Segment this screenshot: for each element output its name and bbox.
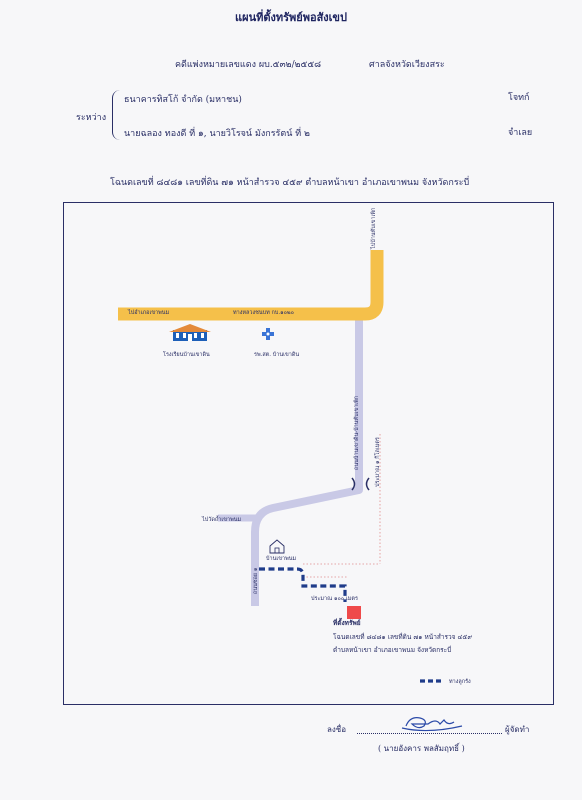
label-distance-1km: ประมาณ ๑ กิโลเมตร: [375, 437, 381, 487]
property-deed-line2: ตำบลหน้าเขา อำเภอเขาพนม จังหวัดกระบี่: [333, 646, 452, 654]
case-number: คดีแพ่งหมายเลขแดง ผบ.๕๓๒/๒๕๕๘: [175, 60, 322, 70]
label-school: โรงเรียนบ้านเขาดิน: [163, 352, 210, 358]
legend-label: ทางลูกรัง: [449, 679, 471, 685]
parties-brace: [112, 90, 121, 140]
bridge-right-mark: [365, 477, 370, 491]
deed-info: โฉนดเลขที่ ๘๔๘๑ เลขที่ดิน ๗๑ หน้าสำรวจ ๔…: [110, 178, 470, 188]
defendant-role: จำเลย: [508, 128, 533, 138]
handwritten-signature: [401, 717, 463, 732]
label-distance-100m: ประมาณ ๑๐๐ เมตร: [311, 596, 358, 602]
defendant-name: นายฉลอง ทองดี ที่ ๑, นายวิโรจน์ มังกรรัต…: [124, 129, 310, 139]
label-to-kaophanom: ไปอำเภอเขาพนม: [128, 310, 170, 316]
page-title: แผนที่ตั้งทรัพย์พอสังเขป: [235, 11, 347, 24]
bridge-left-mark: [351, 477, 356, 491]
dirt-road-path: [259, 567, 347, 602]
between-label: ระหว่าง: [76, 113, 107, 123]
label-road-khaodin-thapkhao: ถนนบ้านเขาดิน-บ้านทับเขาเพิก: [354, 395, 360, 470]
plaintiff-name: ธนาคารทิสโก้ จำกัด (มหาชน): [124, 95, 242, 105]
label-highway: ทางหลวงชนบท กบ.๑๐๒๐: [233, 310, 294, 316]
road-khaodin-thapkhao: [251, 320, 363, 606]
sign-label: ลงชื่อ: [327, 725, 347, 734]
signature-line: [357, 733, 502, 734]
label-hospital: รพ.สต. บ้านเขาดิน: [254, 352, 300, 358]
house-icon: [269, 539, 285, 554]
signer-name: ( นายอังคาร พลสัมฤทธิ์ ): [378, 744, 465, 753]
property-deed-line1: โฉนดเลขที่ ๘๔๘๑ เลขที่ดิน ๗๑ หน้าสำรวจ ๔…: [333, 633, 473, 641]
signer-role: ผู้จัดทำ: [505, 725, 530, 734]
property-marker: [347, 606, 361, 619]
label-house: บ้านเขาพนม: [266, 556, 297, 562]
location-map: [118, 250, 443, 683]
label-to-thapkhao: ไปบ้านทับเขาเพิก: [371, 207, 377, 249]
highway-kb1020: [118, 250, 384, 321]
court-name: ศาลจังหวัดเวียงสระ: [369, 60, 445, 70]
school-icon: [169, 324, 211, 341]
map-frame: [63, 202, 554, 705]
label-soi-road: ถนนซอย ๑: [253, 567, 259, 594]
label-to-temple: ไปวัดถ้ำเขาพนม: [202, 517, 242, 523]
hospital-icon: [262, 328, 274, 340]
label-property: ที่ตั้งทรัพย์: [333, 619, 361, 627]
plaintiff-role: โจทก์: [508, 93, 530, 103]
